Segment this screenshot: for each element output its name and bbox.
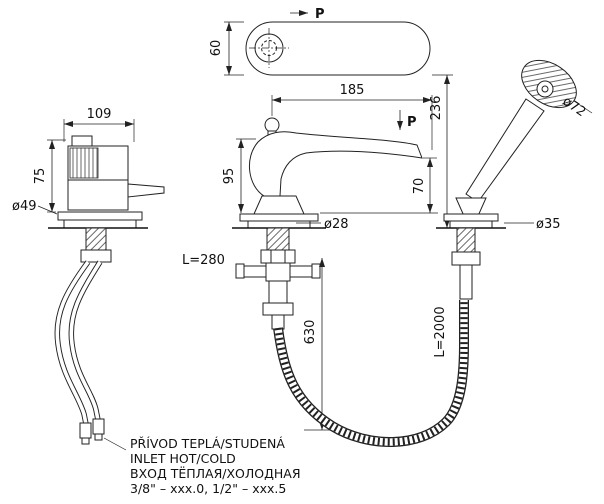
handset-handle xyxy=(465,98,545,203)
note-line-1: PŘÍVOD TEPLÁ/STUDENÁ xyxy=(130,436,285,451)
dimension-75: 75 xyxy=(33,139,66,213)
shower-handset: ø72 xyxy=(465,59,593,203)
center-connector xyxy=(235,227,321,330)
notes-block: PŘÍVOD TEPLÁ/STUDENÁ INLET HOT/COLD ВХОД… xyxy=(103,436,301,496)
note-line-3: ВХОД ТЁПЛАЯ/ХОЛОДНАЯ xyxy=(130,466,301,481)
spout-base: ø28 xyxy=(232,213,349,232)
spout xyxy=(248,117,423,215)
dimension-185: 185 xyxy=(271,83,433,150)
left-branch-stub xyxy=(243,265,267,278)
spout-body xyxy=(248,131,423,197)
hose-fitting-left xyxy=(79,422,92,439)
dimension-70: 70 xyxy=(320,157,438,214)
dia-49-label: ø49 xyxy=(12,199,37,214)
section-p-top-label: P xyxy=(315,7,325,22)
dimension-630: 630 xyxy=(303,258,334,431)
note-line-4: 3/8" – xxx.0, 1/2" – xxx.5 xyxy=(130,481,286,496)
spout-ball-ornament xyxy=(264,117,280,133)
dim-109-label: 109 xyxy=(87,107,112,122)
section-p-spout-label: P xyxy=(407,115,417,130)
handset-holder: ø35 xyxy=(436,197,561,300)
view-arrow-p-spout: P xyxy=(397,110,417,130)
supply-hoses: L=280 xyxy=(54,253,225,445)
dim-95-label: 95 xyxy=(222,168,237,185)
shower-hose: L=2000 xyxy=(273,300,469,447)
handset-face xyxy=(536,80,554,98)
handle-top-view xyxy=(245,21,431,76)
view-arrow-p-top: P xyxy=(290,7,325,22)
dim-185-label: 185 xyxy=(340,83,365,98)
dim-75-label: 75 xyxy=(33,168,48,185)
mixer-lever xyxy=(127,183,165,198)
note-line-2: INLET HOT/COLD xyxy=(130,451,236,466)
right-branch-stub xyxy=(289,265,313,278)
dimension-dia-49: ø49 xyxy=(12,199,58,215)
mixer-cartridge-section xyxy=(69,147,99,179)
dim-60-label: 60 xyxy=(209,40,224,57)
dimension-60: 60 xyxy=(209,21,244,76)
dia-35-label: ø35 xyxy=(536,217,561,232)
holder-cup xyxy=(455,197,487,217)
hose-fitting-right xyxy=(92,418,105,435)
left-mixer-valve xyxy=(48,135,165,263)
hose-left-length-label: L=280 xyxy=(182,253,225,268)
hose-right-length-label: L=2000 xyxy=(433,306,448,357)
dimension-109: 109 xyxy=(63,107,135,142)
dim-630-label: 630 xyxy=(303,320,318,345)
notes-leader-line xyxy=(103,437,127,451)
dimension-95: 95 xyxy=(222,138,256,213)
dia-28-label: ø28 xyxy=(324,217,349,232)
dim-236-label: 236 xyxy=(429,96,444,121)
dim-70-label: 70 xyxy=(412,178,427,195)
spout-base-cone xyxy=(253,195,305,215)
